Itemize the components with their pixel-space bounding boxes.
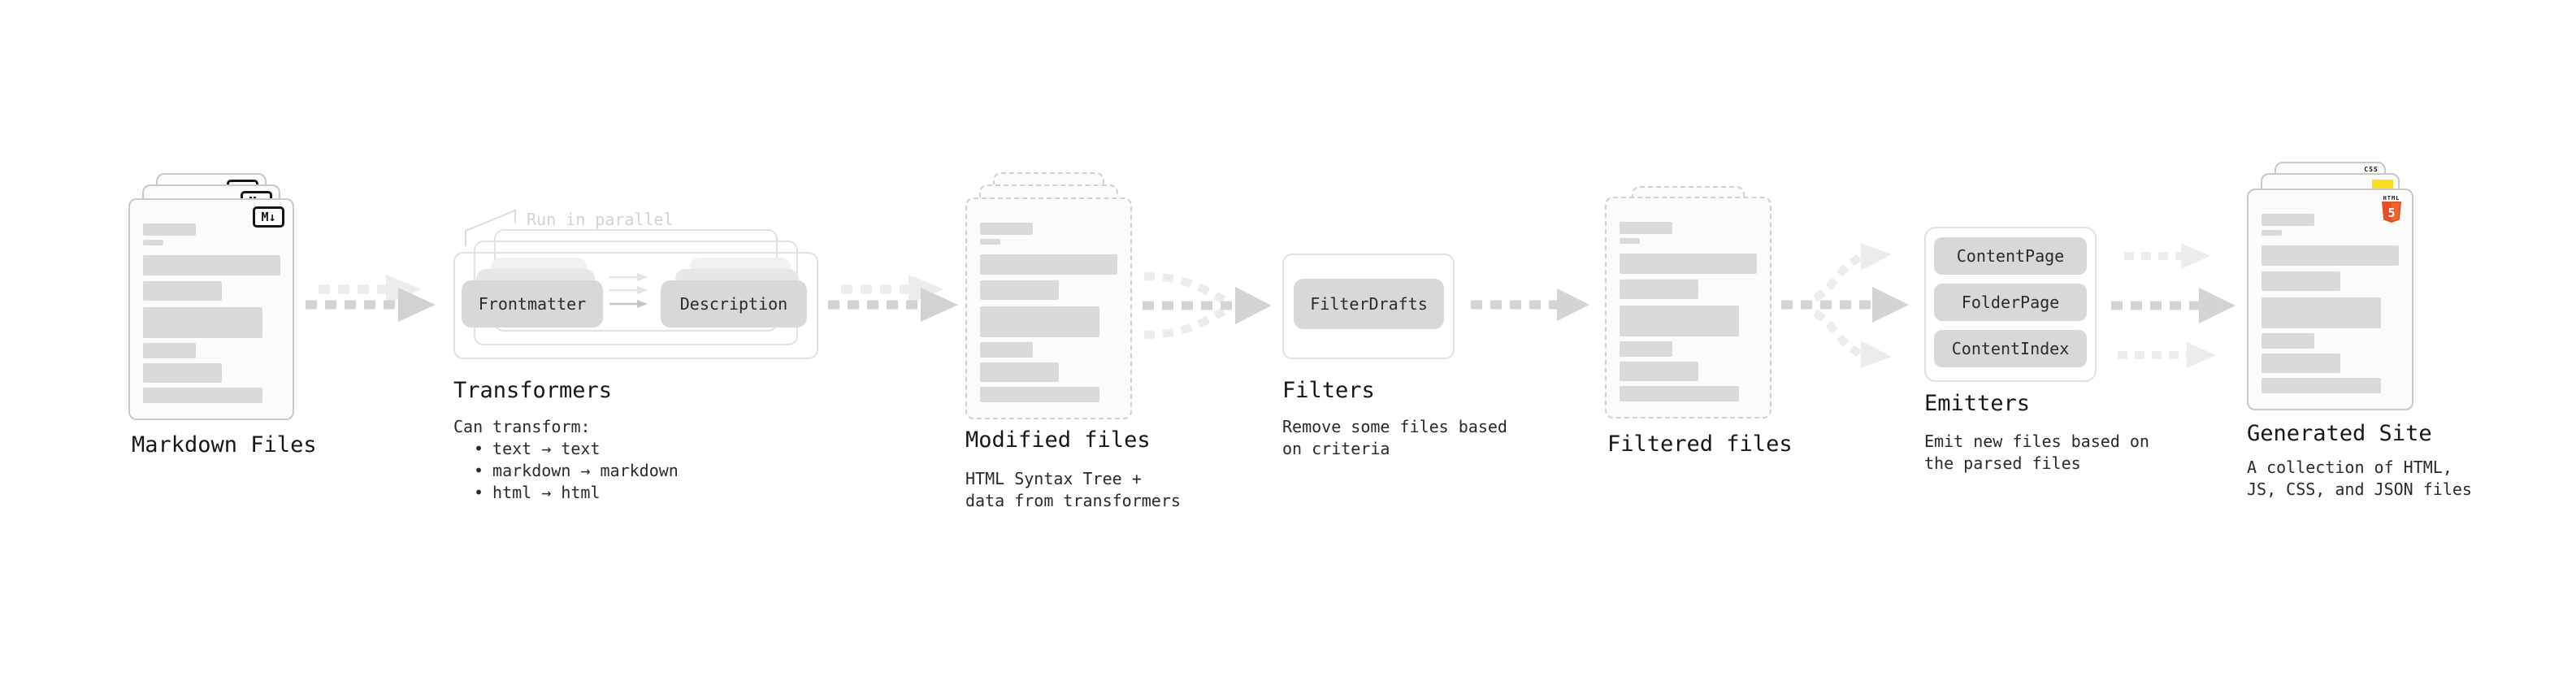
bullet-text: html → html (492, 483, 601, 502)
content-bar (1620, 238, 1640, 244)
stage-title-filters: Filters (1282, 378, 1375, 403)
content-bar (980, 387, 1099, 402)
run-in-parallel-label: Run in parallel (527, 210, 674, 229)
stage-title-generated-site: Generated Site (2247, 421, 2432, 446)
content-bar (1620, 306, 1739, 336)
content-bar (980, 362, 1059, 382)
markdown-icon: M↓ (253, 206, 284, 228)
modified-files-caption: HTML Syntax Tree + data from transformer… (965, 469, 1181, 510)
file-content-skeleton (2262, 214, 2399, 393)
stage-title-modified-files: Modified files (965, 427, 1151, 453)
bullet-icon: • (474, 461, 484, 480)
bullet-text: text → text (492, 439, 601, 458)
bullet-item: • text → text (474, 438, 679, 460)
filtered-file-card-front (1605, 197, 1772, 419)
content-bar (980, 280, 1059, 300)
stage-title-markdown-files: Markdown Files (132, 432, 317, 458)
content-bar (2262, 297, 2381, 328)
svg-text:5: 5 (2387, 206, 2395, 220)
file-content-skeleton (980, 223, 1117, 402)
annotation-callout-line (465, 209, 516, 246)
transformers-caption: Can transform: (453, 417, 591, 436)
content-bar (1620, 280, 1698, 299)
folderpage-pill: FolderPage (1934, 284, 2087, 321)
flow-arrow-filtered-to-emitters (1781, 243, 1909, 368)
bullet-icon: • (474, 483, 484, 502)
filters-box (1282, 254, 1455, 359)
flow-arrow-markdown-to-transformers (306, 275, 436, 322)
content-bar (143, 281, 222, 301)
content-bar (2262, 333, 2314, 349)
bullet-item: • markdown → markdown (474, 460, 679, 482)
content-bar (980, 306, 1099, 337)
content-bar (1620, 386, 1739, 401)
stage-title-transformers: Transformers (453, 378, 613, 403)
filters-caption: Remove some files based on criteria (1282, 417, 1507, 458)
stage-title-emitters: Emitters (1924, 391, 2031, 416)
content-bar (980, 342, 1033, 358)
content-bar (2262, 245, 2399, 266)
emitters-box (1924, 227, 2097, 382)
content-bar (2262, 378, 2381, 393)
flow-arrow-transformers-to-modified (828, 275, 958, 322)
content-bar (143, 223, 196, 236)
frontmatter-pill: Frontmatter (462, 280, 603, 327)
transformers-bullet-list: • text → text • markdown → markdown • ht… (474, 438, 679, 504)
content-bar (2262, 230, 2282, 236)
flow-arrow-filters-to-filtered (1471, 288, 1589, 321)
js-icon (2372, 180, 2393, 189)
content-bar (2262, 214, 2314, 226)
flow-arrow-modified-to-filters (1143, 272, 1272, 339)
markdown-file-card-front: M↓ (128, 198, 294, 420)
content-bar (1620, 341, 1672, 357)
transformer-box-front (453, 252, 818, 359)
flow-arrow-emitters-to-site (2111, 243, 2236, 368)
emitters-caption: Emit new files based on the parsed files (1924, 432, 2149, 473)
contentindex-pill: ContentIndex (1934, 330, 2087, 367)
content-bar (143, 255, 280, 275)
content-bar (143, 388, 262, 403)
content-bar (980, 239, 1000, 245)
bullet-icon: • (474, 439, 484, 458)
bullet-text: markdown → markdown (492, 461, 679, 480)
filterdrafts-pill: FilterDrafts (1294, 279, 1444, 329)
parallel-arrows-icon (609, 273, 648, 308)
content-bar (2262, 354, 2340, 373)
contentpage-pill: ContentPage (1934, 237, 2087, 275)
content-bar (1620, 254, 1757, 274)
content-bar (980, 223, 1033, 235)
file-content-skeleton (1620, 222, 1757, 401)
content-bar (143, 240, 163, 245)
content-bar (143, 307, 262, 338)
generated-site-caption: A collection of HTML, JS, CSS, and JSON … (2247, 458, 2472, 499)
site-file-card-front: HTML 5 (2247, 189, 2413, 410)
file-content-skeleton (143, 223, 280, 403)
content-bar (143, 363, 222, 383)
bullet-item: • html → html (474, 482, 679, 504)
content-bar (2262, 271, 2340, 291)
modified-file-card-front (965, 197, 1132, 419)
content-bar (143, 343, 196, 358)
description-pill: Description (661, 280, 807, 327)
content-bar (1620, 222, 1672, 234)
content-bar (1620, 362, 1698, 381)
html5-icon: HTML 5 (2381, 195, 2402, 227)
content-bar (980, 254, 1117, 275)
stage-title-filtered-files: Filtered files (1607, 432, 1793, 457)
